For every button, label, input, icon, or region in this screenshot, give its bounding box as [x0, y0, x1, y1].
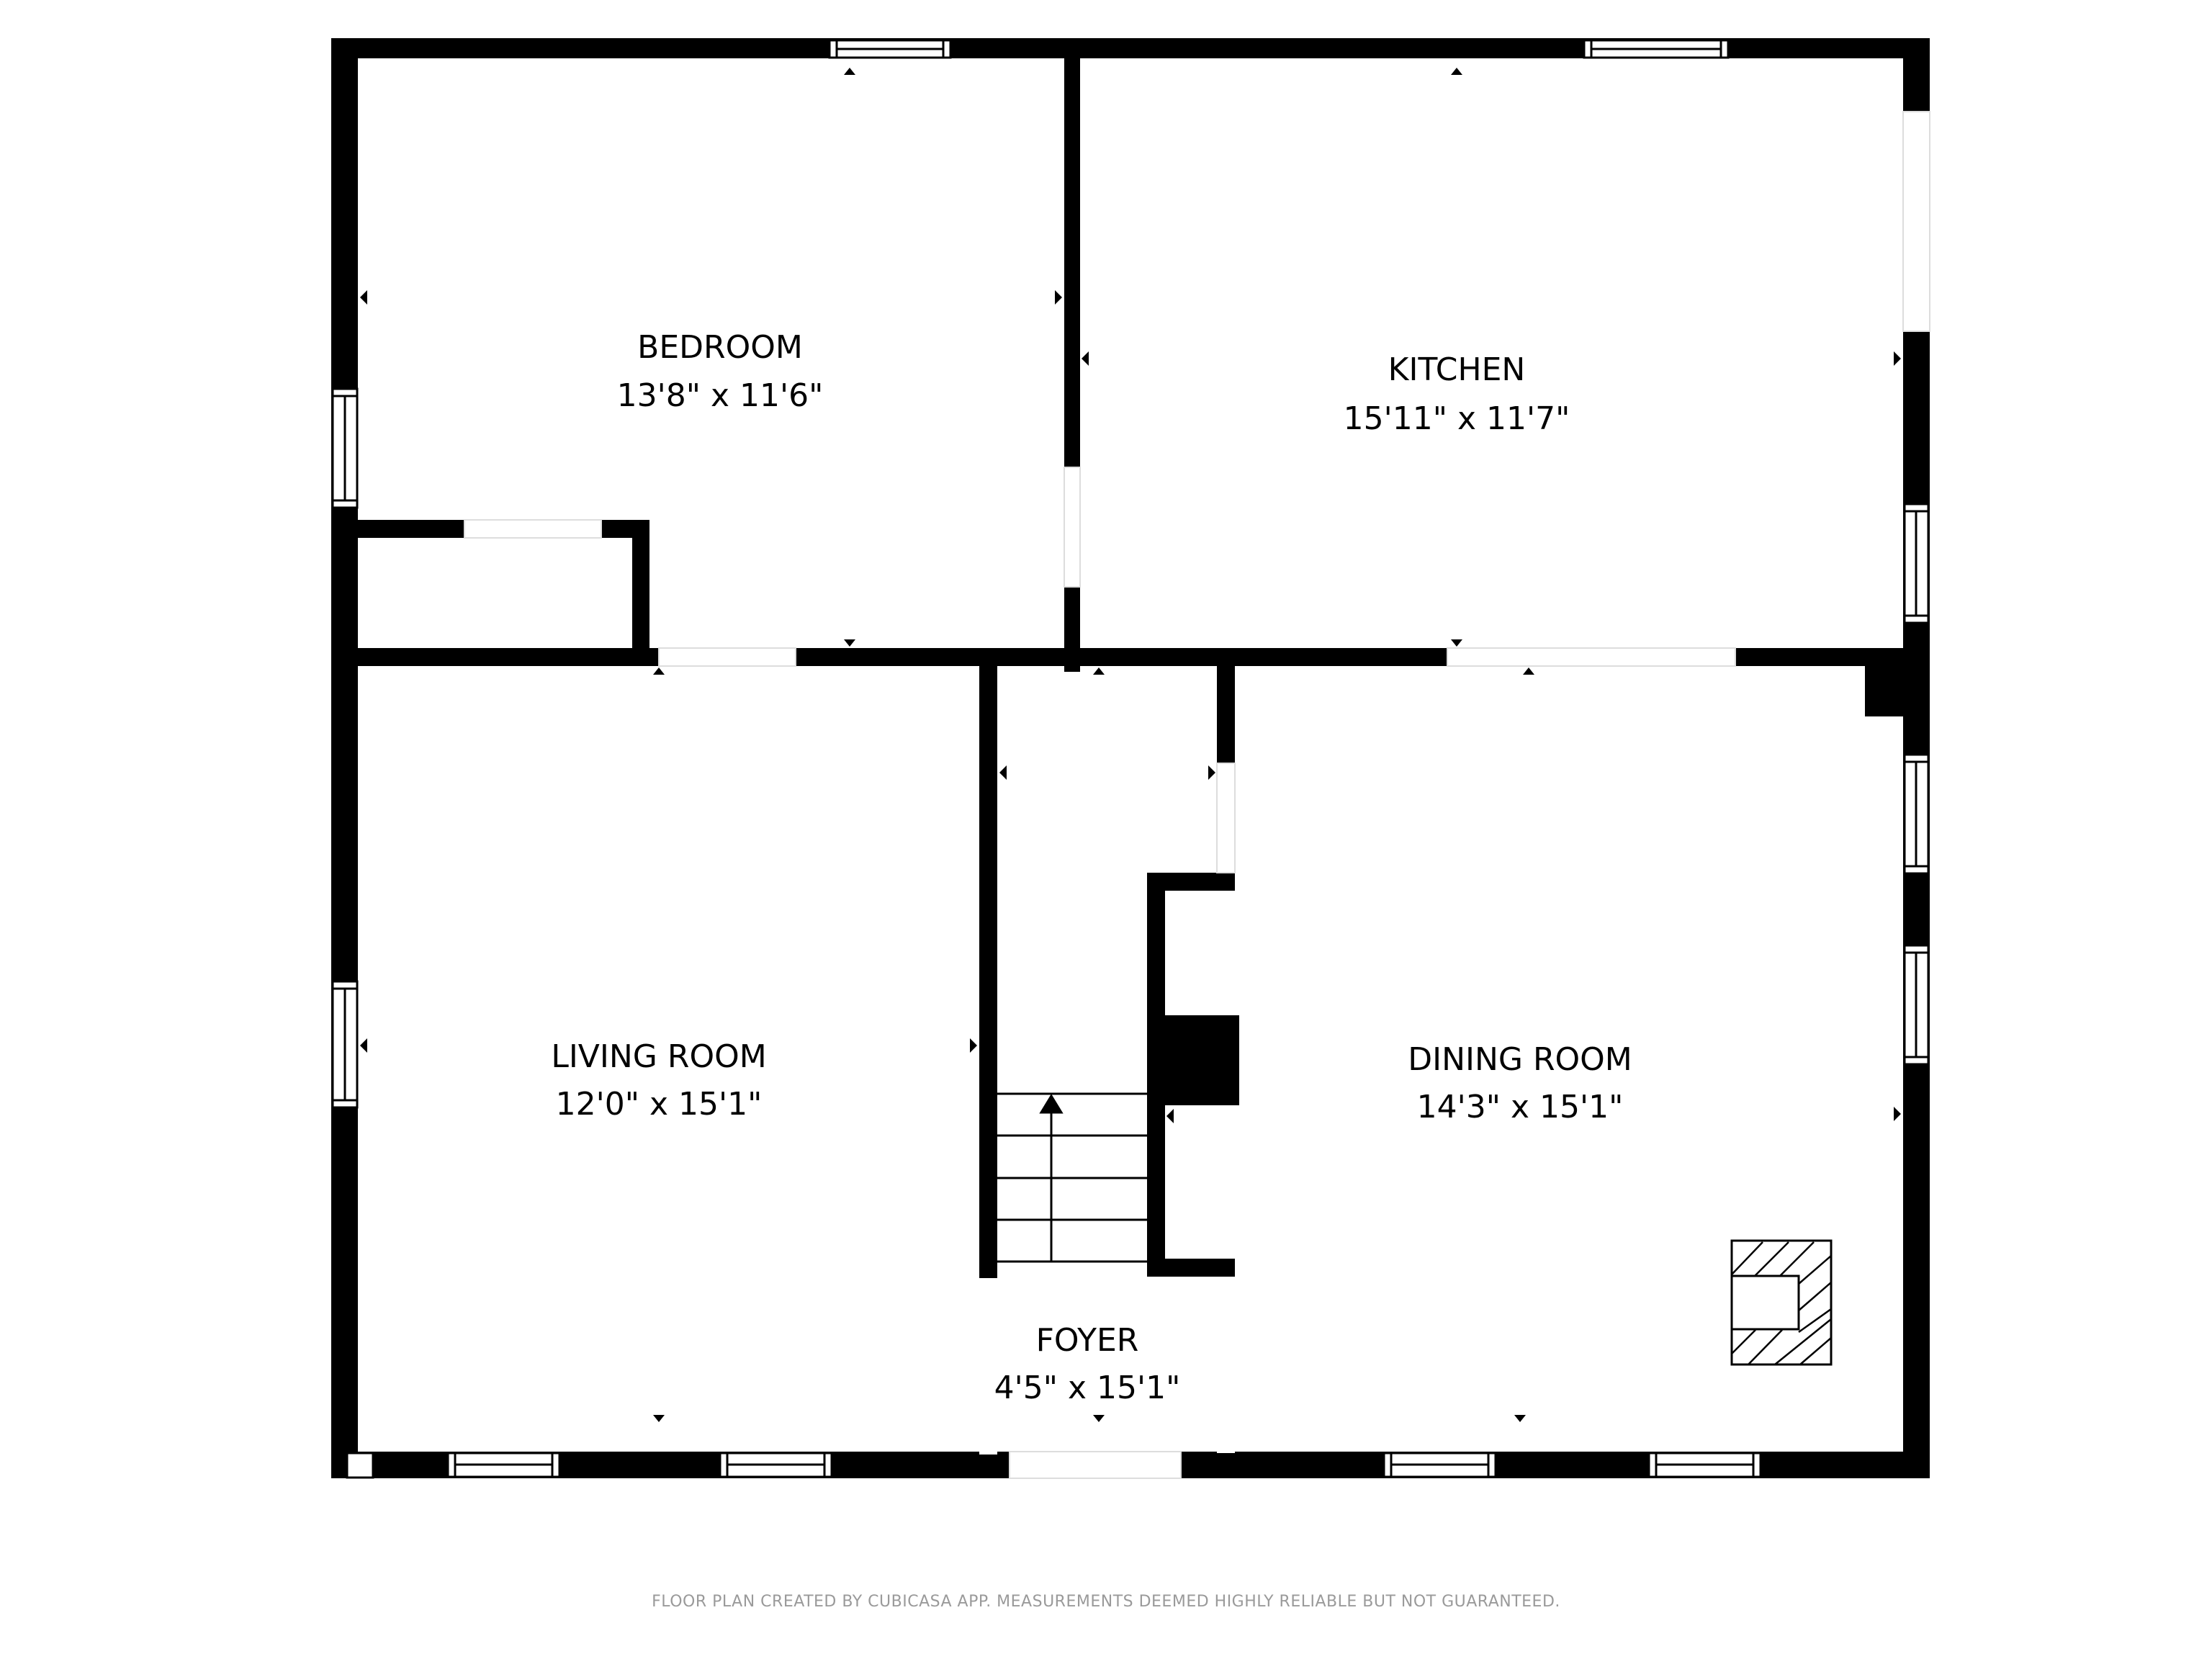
wall-marker-arrow [1093, 667, 1105, 675]
door-kitchen-dining[interactable] [1447, 647, 1736, 667]
room-name-bedroom: BEDROOM [637, 329, 803, 366]
window-icon [331, 387, 359, 509]
door-front[interactable] [1009, 1451, 1182, 1479]
room-dimensions-living-room: 12'0" x 15'1" [556, 1086, 763, 1123]
door-living-bedroom[interactable] [658, 647, 796, 667]
room-dimensions-dining-room: 14'3" x 15'1" [1417, 1089, 1624, 1125]
footer-disclaimer: FLOOR PLAN CREATED BY CUBICASA APP. MEAS… [652, 1593, 1560, 1611]
room-dimensions-kitchen: 15'11" x 11'7" [1344, 400, 1570, 437]
wall-marker-arrow [844, 68, 855, 75]
wall-marker-arrow [844, 639, 855, 647]
wall-foyer-dining-upper [1217, 666, 1235, 763]
room-labels: BEDROOM 13'8" x 11'6" KITCHEN 15'11" x 1… [551, 329, 1632, 1406]
room-dimensions-foyer: 4'5" x 15'1" [994, 1370, 1181, 1406]
wall-marker-arrow [1166, 1109, 1174, 1123]
door-kitchen-side[interactable] [1064, 467, 1081, 588]
window-icon [1903, 503, 1930, 624]
door-closet[interactable] [464, 519, 602, 539]
wall-closet-side [632, 520, 649, 649]
wall-stair-bottom [1147, 1259, 1235, 1277]
stairs-icon [997, 1092, 1147, 1263]
wall-marker-arrow [1451, 68, 1462, 75]
window-icon [828, 39, 952, 59]
wall-marker-arrow [1894, 1107, 1901, 1121]
wall-marker-arrow [653, 667, 665, 675]
room-name-foyer: FOYER [1036, 1322, 1139, 1359]
windows [331, 39, 1930, 1479]
room-name-kitchen: KITCHEN [1388, 351, 1526, 388]
wall-marker-arrow [1451, 639, 1462, 647]
wall-marker-arrow [360, 1038, 367, 1053]
wall-left [331, 38, 358, 1478]
wall-marker-arrow [1894, 351, 1901, 366]
wall-marker-arrow [1523, 667, 1534, 675]
wall-living-foyer [979, 666, 997, 1278]
door-openings [464, 111, 1930, 1479]
wall-marker-arrows [360, 68, 1901, 1422]
wall-marker-arrow [999, 765, 1007, 780]
wall-marker-arrow [970, 1038, 977, 1053]
window-icon [1903, 944, 1930, 1066]
wall-marker-arrow [360, 290, 367, 305]
window-icon [1647, 1452, 1762, 1478]
wall-pier [1865, 648, 1903, 716]
window-icon [1903, 753, 1930, 875]
window-icon [1583, 39, 1730, 59]
room-dimensions-bedroom: 13'8" x 11'6" [617, 377, 824, 414]
wall-marker-arrow [1093, 1415, 1105, 1422]
foyer-opening-right [1217, 1277, 1235, 1453]
wall-marker-arrow [1082, 351, 1089, 366]
room-name-living-room: LIVING ROOM [551, 1038, 766, 1075]
window-icon [446, 1452, 561, 1478]
fireplace-icon [1730, 1239, 1833, 1366]
window-icon [331, 980, 359, 1109]
door-right-kitchen[interactable] [1902, 111, 1930, 332]
window-icon [346, 1452, 374, 1479]
chimney-block [1147, 1015, 1239, 1105]
foyer-opening-left [979, 1278, 997, 1455]
wall-marker-arrow [1055, 290, 1062, 305]
wall-marker-arrow [1514, 1415, 1526, 1422]
wall-bedroom-kitchen [1064, 58, 1080, 467]
door-foyer-dining[interactable] [1216, 763, 1236, 873]
window-icon [719, 1452, 833, 1478]
wall-marker-arrow [1208, 765, 1215, 780]
window-icon [1382, 1452, 1497, 1478]
room-name-dining-room: DINING ROOM [1408, 1041, 1632, 1078]
wall-marker-arrow [653, 1415, 665, 1422]
